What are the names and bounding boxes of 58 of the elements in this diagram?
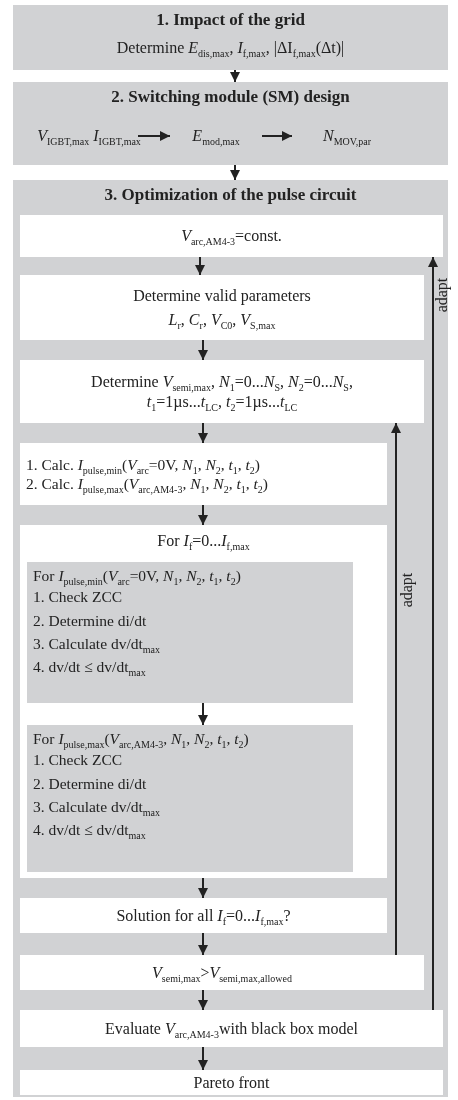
process-box	[20, 1070, 443, 1095]
arrow	[261, 131, 293, 141]
loop-heading: For I$_{f}$=0...I$_{f,max}$	[157, 531, 250, 551]
box-text: Determine V$_{semi,max}$, N$_{1}$=0...N$_{S}$, N$_{2}$=0...N$_{S}$, t$_{1}$=1µs...t$_{LC}$, t$_{2}$=1µs...t$_{LC}$	[90, 371, 354, 412]
box-text: Pareto front	[193, 1072, 270, 1093]
step-text: 4. dv/dt ≤ dv/dt$_{max}$	[33, 820, 146, 842]
box-text: Determine E$_{dis,max}$, I$_{f,max}$, |ΔI$_{f,max}$(Δt)|	[116, 38, 345, 59]
edge-label: adapt	[432, 277, 450, 313]
stage-heading: 2. Switching module (SM) design	[111, 86, 350, 108]
process-box	[20, 275, 424, 340]
quantity-text: N$_{MOV,par}$	[323, 126, 371, 146]
arrow	[198, 1046, 208, 1071]
box-text: V$_{arc,AM4-3}$=const.	[181, 226, 282, 246]
quantity-text: V$_{IGBT,max}$ I$_{IGBT,max}$	[37, 126, 141, 146]
box-text: Evaluate V$_{arc,AM4-3}$with black box model	[105, 1018, 358, 1039]
step-text: 3. Calculate dv/dt$_{max}$	[33, 796, 160, 819]
arrow	[198, 877, 208, 899]
box-text: 1. Calc. I$_{pulse,min}$(V$_{arc}$=0V, N$_{1}$, N$_{2}$, t$_{1}$, t$_{2}$)	[26, 454, 261, 474]
arrow	[195, 256, 205, 276]
process-box	[20, 1010, 443, 1047]
arrow	[428, 256, 438, 1011]
loop-heading: For I$_{pulse,max}$(V$_{arc,AM4-3}$, N$_{1}$, N$_{2}$, t$_{1}$, t$_{2}$)	[33, 729, 249, 749]
process-box	[20, 215, 443, 257]
check-box	[27, 725, 353, 872]
box-text: Solution for all I$_{f}$=0...I$_{f,max}$?	[116, 905, 291, 926]
check-box	[27, 562, 353, 703]
arrow	[391, 422, 401, 956]
arrow	[198, 504, 208, 526]
process-box	[20, 898, 387, 933]
stage-heading: 1. Impact of the grid	[156, 9, 305, 31]
arrow	[198, 932, 208, 956]
stage-heading: 3. Optimization of the pulse circuit	[104, 184, 357, 206]
box-text: 2. Calc. I$_{pulse,max}$(V$_{arc,AM4-3}$, N$_{1}$, N$_{2}$, t$_{1}$, t$_{2}$)	[26, 475, 268, 494]
loop-box	[20, 525, 387, 878]
quantity-text: E$_{mod,max}$	[192, 126, 240, 146]
box-text: Determine valid parameters	[133, 285, 311, 306]
stage-band	[13, 82, 448, 165]
step-text: 2. Determine di/dt	[33, 773, 147, 794]
step-text: 3. Calculate dv/dt$_{max}$	[33, 633, 160, 656]
arrow	[198, 339, 208, 361]
process-box	[20, 360, 424, 423]
arrow	[198, 422, 208, 444]
step-text: 2. Determine di/dt	[33, 610, 147, 631]
step-text: 1. Check ZCC	[33, 587, 123, 608]
step-text: 4. dv/dt ≤ dv/dt$_{max}$	[33, 657, 146, 679]
calculation-box	[20, 443, 387, 505]
arrow	[198, 702, 208, 726]
box-text: L$_{r}$, C$_{r}$, V$_{C0}$, V$_{S,max}$	[168, 309, 276, 330]
arrow	[230, 69, 240, 83]
stage-band	[13, 5, 448, 70]
process-box	[20, 955, 424, 990]
arrow	[137, 131, 171, 141]
edge-label: adapt	[397, 572, 415, 608]
arrow	[198, 989, 208, 1011]
arrow	[230, 164, 240, 181]
loop-heading: For I$_{pulse,min}$(V$_{arc}$=0V, N$_{1}$, N$_{2}$, t$_{1}$, t$_{2}$)	[33, 566, 241, 586]
step-text: 1. Check ZCC	[33, 750, 123, 771]
box-text: V$_{semi,max}$>V$_{semi,max,allowed}$	[152, 962, 292, 983]
